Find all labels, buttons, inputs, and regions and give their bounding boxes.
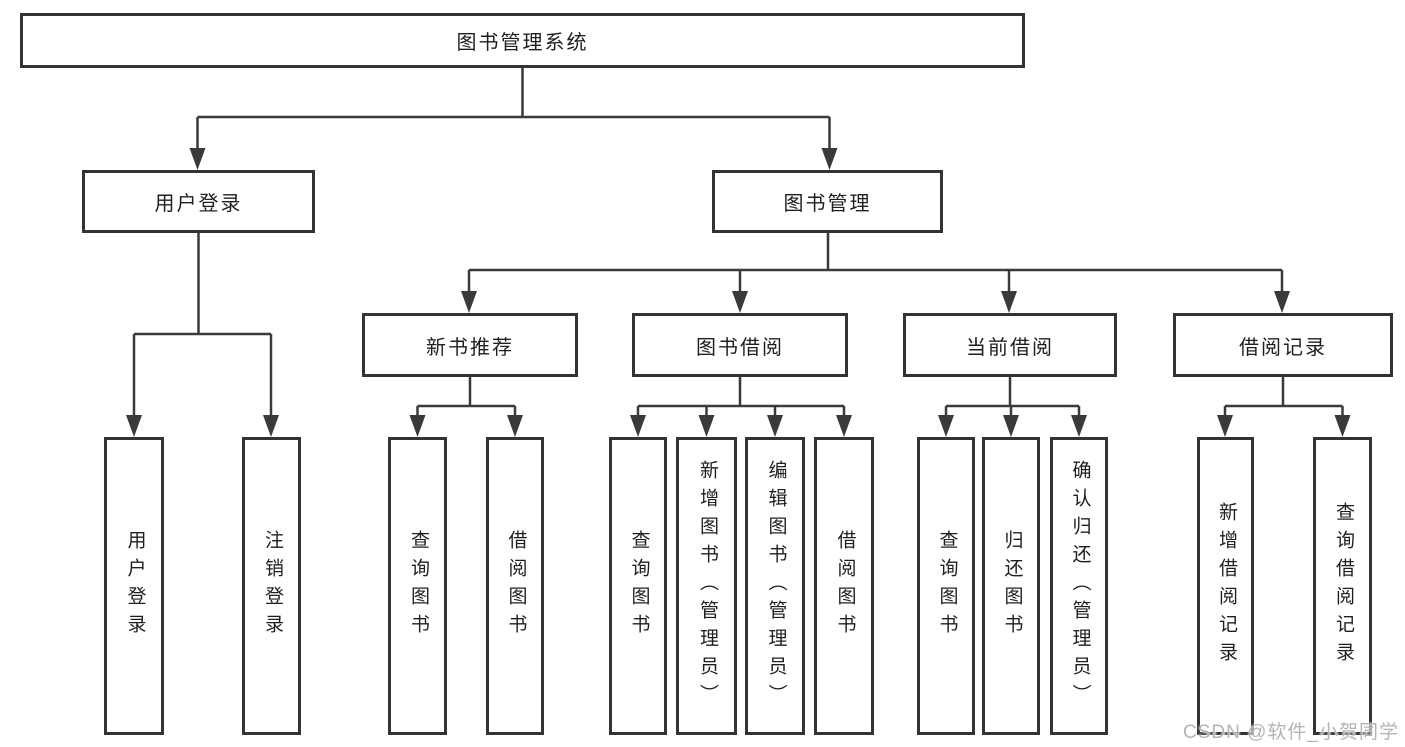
- arrow-icon: [1217, 415, 1233, 437]
- leaf-borrowing-add-books-admin: 新增图书（管理员）: [676, 437, 737, 735]
- arrow-icon: [698, 415, 715, 437]
- arrow-icon: [938, 415, 954, 437]
- arrow-icon: [1001, 291, 1017, 313]
- leaf-logout: 注销登录: [242, 437, 301, 735]
- leaf-recommend-query-books: 查询图书: [388, 437, 447, 735]
- arrow-icon: [126, 415, 142, 437]
- arrowhead-icons: [126, 148, 1351, 437]
- leaf-borrowing-borrow-books: 借阅图书: [814, 437, 874, 735]
- leaf-recommend-borrow-books: 借阅图书: [486, 437, 544, 735]
- node-new-book-recommend: 新书推荐: [362, 313, 578, 377]
- edge-current-borrowing-to-leaves: [944, 377, 1081, 416]
- arrow-icon: [461, 291, 477, 313]
- edge-book-management-to-level3: [467, 233, 1284, 292]
- arrow-icon: [189, 148, 206, 170]
- node-user-login: 用户登录: [82, 170, 315, 233]
- leaf-records-query-record: 查询借阅记录: [1313, 437, 1372, 735]
- node-current-borrowing: 当前借阅: [903, 313, 1117, 377]
- edge-new-book-recommend-to-leaves: [416, 377, 517, 416]
- leaf-records-add-record: 新增借阅记录: [1197, 437, 1254, 735]
- leaf-user-login: 用户登录: [104, 437, 164, 735]
- arrow-icon: [1334, 415, 1351, 437]
- arrow-icon: [1003, 415, 1019, 437]
- node-library-management-system: 图书管理系统: [20, 13, 1025, 68]
- node-book-management: 图书管理: [712, 170, 943, 233]
- arrow-icon: [507, 415, 523, 437]
- arrow-icon: [409, 415, 426, 437]
- leaf-current-confirm-return-admin: 确认归还（管理员）: [1050, 437, 1108, 735]
- arrow-icon: [1071, 415, 1087, 437]
- arrow-icon: [732, 291, 748, 313]
- edge-book-borrowing-to-leaves: [636, 377, 846, 416]
- arrow-icon: [836, 415, 852, 437]
- leaf-borrowing-query-books: 查询图书: [609, 437, 667, 735]
- arrow-icon: [821, 148, 838, 170]
- leaf-current-return-books: 归还图书: [982, 437, 1040, 735]
- edge-borrowing-records-to-leaves: [1223, 377, 1344, 416]
- edge-user-login-to-leaves: [132, 233, 273, 416]
- arrow-icon: [1274, 291, 1290, 313]
- arrow-icon: [263, 415, 279, 437]
- leaf-borrowing-edit-books-admin: 编辑图书（管理员）: [745, 437, 805, 735]
- arrow-icon: [767, 415, 783, 437]
- leaf-current-query-books: 查询图书: [917, 437, 975, 735]
- node-book-borrowing: 图书借阅: [632, 313, 848, 377]
- arrow-icon: [630, 415, 646, 437]
- watermark-text: CSDN @软件_小贺同学: [1183, 722, 1399, 743]
- node-borrowing-records: 借阅记录: [1173, 313, 1393, 377]
- edge-root-to-level2: [196, 68, 831, 150]
